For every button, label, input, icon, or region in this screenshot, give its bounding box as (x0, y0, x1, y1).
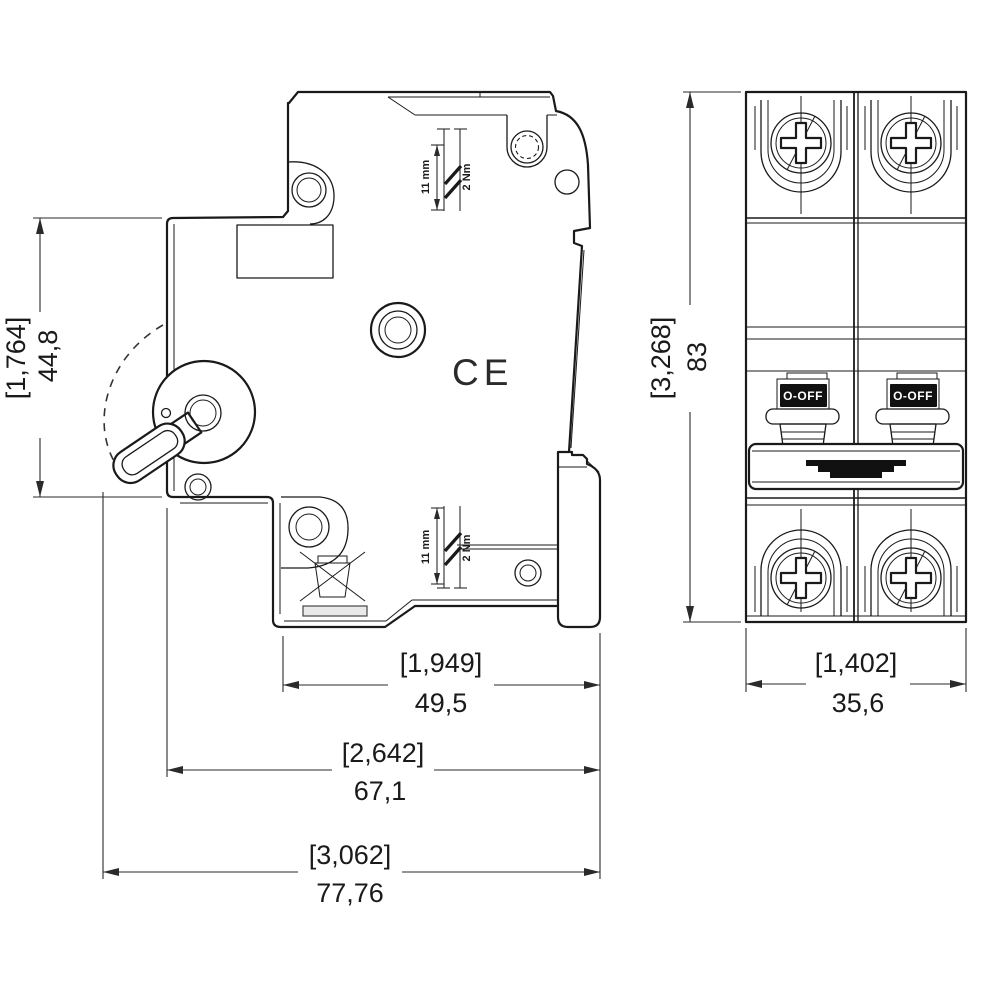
phillips-screws (770, 112, 942, 609)
switch-label-plate-pole1 (780, 384, 827, 407)
lower-pivot-inner (189, 478, 207, 496)
side-recess-pocket (236, 224, 334, 279)
dim-side-height-mm: 44,8 (33, 330, 63, 383)
extension-lines (102, 492, 601, 879)
dim-side-w1-in: [1,949] (400, 648, 483, 678)
dimensions: [1,764] 44,8 [1,949] 49,5 [2,642] 67,1 (1, 91, 967, 908)
pivot-ring-outer (184, 394, 222, 432)
front-view: O-OFF O-OFF (744, 90, 968, 624)
switch-toggles: O-OFF O-OFF (747, 372, 965, 491)
dim-side-height: [1,764] 44,8 (1, 217, 162, 498)
pivot-ring-inner (189, 399, 217, 427)
lower-pivot-outer (184, 473, 212, 501)
weee-crossed-bin-icon (299, 551, 366, 602)
wire-strip-depth-label-top: 11 mm (420, 160, 432, 194)
handle-swing-arc (103, 324, 164, 481)
torque-label-top: 2 Nm (461, 163, 473, 190)
ce-mark: CE (452, 352, 513, 393)
side-top-right-terminal (506, 115, 580, 195)
side-bottom-right-screw (514, 559, 542, 587)
din-rail-clip (556, 450, 602, 629)
dim-side-w2: [2,642] 67,1 (167, 738, 600, 806)
side-top-terminal-boss (287, 161, 335, 225)
front-body-outline (744, 90, 968, 624)
dim-front-height-mm: 83 (682, 342, 712, 372)
dim-side-height-in: [1,764] (1, 317, 31, 400)
switch-toggle-pole1: O-OFF (765, 372, 840, 447)
dim-side-w3-mm: 77,76 (316, 878, 384, 908)
vent-slot (302, 605, 368, 617)
side-bottom-screw-boss (281, 496, 349, 569)
side-view: CE (103, 90, 602, 629)
dim-side-w2-in: [2,642] (342, 738, 425, 768)
switch-label-plate-pole2 (890, 384, 937, 407)
switch-toggle-pole2: O-OFF (875, 372, 950, 447)
dim-front-width-mm: 35,6 (832, 688, 885, 718)
center-rivet (369, 301, 427, 359)
top-terminal-annotation: 11 mm 2 Nm (420, 128, 473, 211)
switch-label-pole1: O-OFF (783, 389, 823, 403)
dim-front-width: [1,402] 35,6 (745, 628, 967, 718)
torque-label-bottom: 2 Nm (461, 534, 473, 561)
pivot-dot (160, 407, 172, 419)
dim-side-w1-mm: 49,5 (415, 688, 468, 718)
side-body-outline (165, 90, 592, 629)
toggle-mechanism (112, 359, 257, 501)
dim-side-w2-mm: 67,1 (354, 776, 407, 806)
toggle-lever (112, 411, 203, 485)
pole-divider (853, 92, 859, 622)
switch-label-pole2: O-OFF (893, 389, 933, 403)
dim-side-w3-in: [3,062] (309, 840, 392, 870)
dim-front-height: [3,268] 83 (646, 91, 741, 623)
dim-side-w3: [3,062] 77,76 (103, 840, 600, 908)
dim-side-w1: [1,949] 49,5 (283, 648, 600, 718)
terminal-clamps (754, 100, 958, 616)
wire-strip-depth-label-bottom: 11 mm (420, 530, 432, 564)
side-inner-walls (173, 92, 585, 622)
front-section-lines (746, 96, 966, 617)
dim-front-height-in: [3,268] (646, 317, 676, 400)
dim-front-width-in: [1,402] (815, 648, 898, 678)
bottom-terminal-annotation: 11 mm 2 Nm (420, 506, 473, 589)
handle-tie-bar (747, 442, 965, 491)
